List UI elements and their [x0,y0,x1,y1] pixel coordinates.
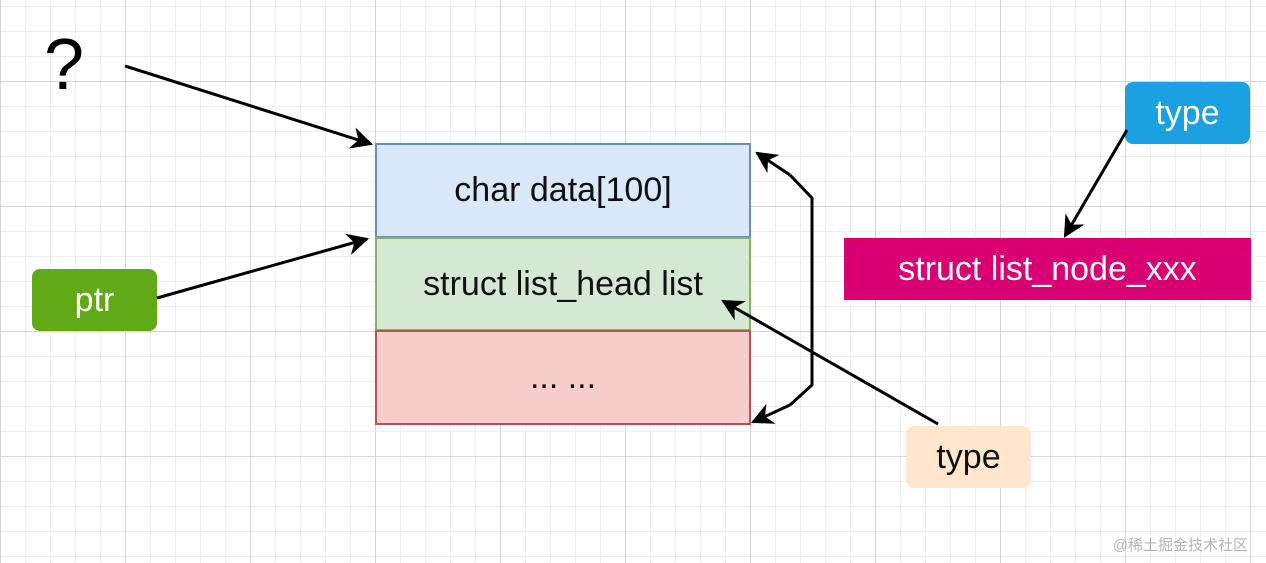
watermark: @稀土掘金技术社区 [1112,537,1248,554]
list-node-label: struct list_node_xxx [898,249,1197,288]
arrow-ptr-to-list [156,233,370,300]
question-mark: ? [43,25,85,105]
struct-field-list-label: struct list_head list [423,264,703,303]
struct-field-list: struct list_head list [375,237,751,331]
type-top-label: type [1155,93,1220,132]
type-bottom-label: type [936,437,1001,476]
type-top-box: type [1125,82,1250,144]
list-node-box: struct list_node_xxx [844,238,1251,300]
struct-field-rest: ... ... [375,330,751,425]
ptr-label: ptr [74,280,115,319]
ptr-label-box: ptr [32,269,157,331]
arrow-struct-span-head-top [755,151,791,177]
arrow-struct-span [788,173,814,407]
arrow-type-to-node [1063,129,1129,238]
struct-field-data: char data[100] [375,143,751,238]
arrow-struct-span-head-bottom [751,403,791,424]
type-bottom-box: type [906,426,1031,488]
arrow-question-to-struct [124,64,374,149]
struct-field-data-label: char data[100] [454,171,672,209]
arrow-type-to-list [721,299,939,426]
struct-field-rest-label: ... ... [529,358,597,396]
